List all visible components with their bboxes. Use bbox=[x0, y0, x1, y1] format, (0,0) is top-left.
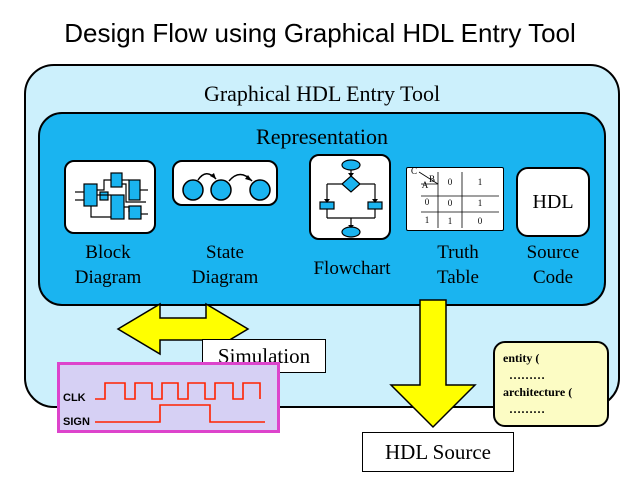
truth-table-header-b: B bbox=[428, 174, 435, 184]
hdl-icon-text: HDL bbox=[532, 191, 574, 213]
clk-waveform bbox=[95, 382, 261, 400]
truth-table-caption: Truth Table bbox=[412, 240, 504, 290]
flowchart-caption: Flowchart bbox=[296, 256, 408, 281]
clk-signal-label: CLK bbox=[63, 392, 86, 404]
code-line: ……… bbox=[509, 402, 545, 416]
caption-line: Table bbox=[437, 267, 479, 288]
sign-waveform bbox=[95, 404, 265, 423]
block-diagram-icon bbox=[64, 160, 156, 234]
code-snippet-note: entity ( ……… architecture ( ……… bbox=[493, 341, 609, 427]
caption-line: Code bbox=[532, 267, 574, 288]
block-diagram-caption: Block Diagram bbox=[56, 240, 160, 290]
caption-line: Diagram bbox=[74, 267, 142, 288]
sign-signal-label: SIGN bbox=[63, 416, 90, 428]
state-diagram-caption: State Diagram bbox=[172, 240, 278, 290]
caption-line: Truth bbox=[437, 242, 479, 263]
truth-table-corner: C bbox=[410, 166, 417, 176]
hdl-source-icon: HDL bbox=[516, 167, 590, 237]
truth-table-header-a: A bbox=[421, 180, 429, 190]
truth-table-icon: C B A 0 1 0 0 1 1 1 0 bbox=[406, 166, 504, 231]
caption-line: Source bbox=[526, 242, 580, 263]
code-line: entity ( bbox=[503, 351, 540, 365]
caption-line: Diagram bbox=[191, 267, 259, 288]
code-line: architecture ( bbox=[503, 385, 573, 399]
page-title: Design Flow using Graphical HDL Entry To… bbox=[64, 18, 576, 48]
caption-line: Flowchart bbox=[313, 258, 391, 279]
caption-line: State bbox=[206, 242, 244, 263]
truth-table-col-header: 1 bbox=[477, 177, 483, 187]
representation-label: Representation bbox=[256, 124, 388, 149]
state-diagram-icon bbox=[172, 160, 278, 206]
truth-table-row-label: 0 bbox=[424, 197, 430, 207]
truth-table-cell: 1 bbox=[477, 198, 483, 208]
code-line: ……… bbox=[509, 368, 545, 382]
truth-table-cell: 0 bbox=[477, 216, 483, 226]
source-code-caption: Source Code bbox=[508, 240, 598, 290]
hdl-source-down-arrow bbox=[389, 299, 477, 429]
flowchart-icon bbox=[309, 154, 391, 240]
truth-table-cell: 1 bbox=[447, 216, 453, 226]
truth-table-col-header: 0 bbox=[447, 177, 453, 187]
tool-label: Graphical HDL Entry Tool bbox=[203, 81, 441, 106]
truth-table-row-label: 1 bbox=[424, 215, 430, 225]
hdl-source-label: HDL Source bbox=[362, 432, 514, 472]
waveform-panel: CLK SIGN bbox=[57, 362, 280, 433]
truth-table-cell: 0 bbox=[447, 198, 453, 208]
caption-line: Block bbox=[85, 242, 131, 263]
